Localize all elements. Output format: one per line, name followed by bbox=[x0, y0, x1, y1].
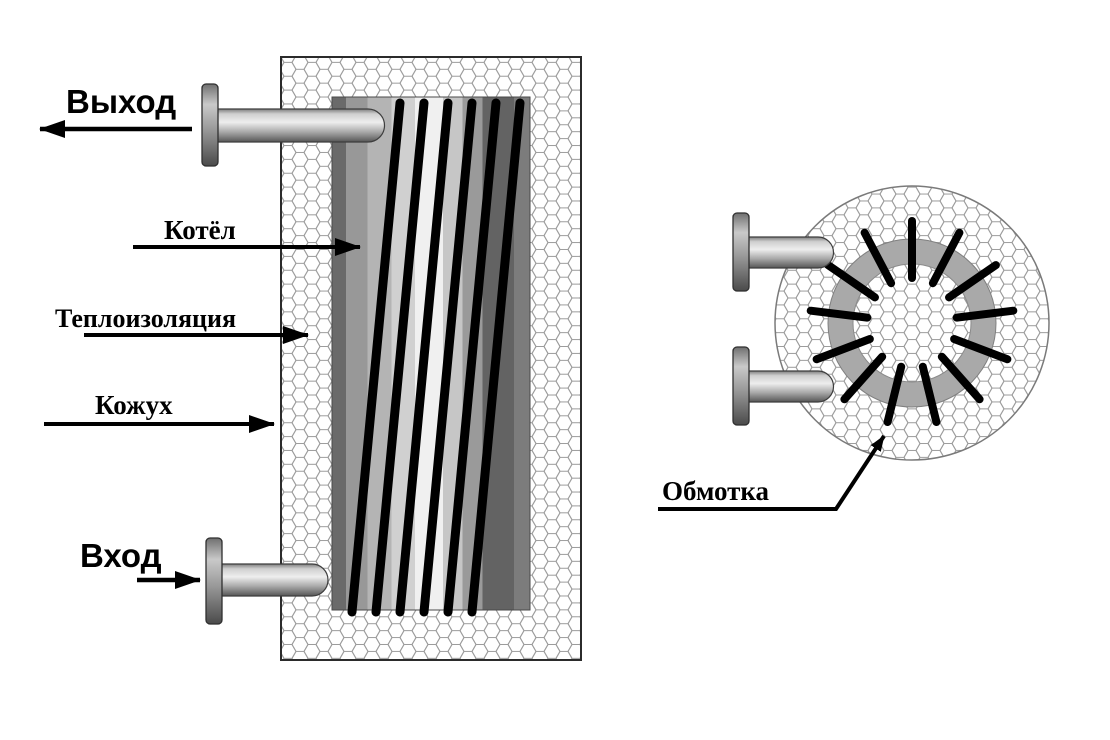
boiler-side-view bbox=[201, 56, 582, 661]
cross-section-upper-pipe bbox=[732, 212, 835, 292]
upper-pipe-flange bbox=[732, 212, 750, 292]
outlet-pipe-tube bbox=[212, 108, 386, 143]
lower-pipe-flange bbox=[732, 346, 750, 426]
winding-label: Обмотка bbox=[662, 476, 770, 506]
callouts-left: Выход Котёл Теплоизоляция Кожух Вход bbox=[39, 83, 361, 589]
outlet-pipe-flange bbox=[201, 83, 219, 167]
winding-arrow bbox=[658, 434, 886, 511]
inlet-pipe-flange bbox=[205, 537, 223, 625]
inlet-pipe-tube bbox=[219, 563, 329, 597]
upper-pipe-tube bbox=[746, 236, 835, 269]
outlet-label: Выход bbox=[66, 83, 176, 120]
winding-spokes bbox=[806, 217, 1018, 426]
lower-pipe-tube bbox=[746, 370, 835, 403]
coil-winding bbox=[347, 98, 525, 617]
casing-label: Кожух bbox=[95, 390, 173, 420]
boiler-label: Котёл bbox=[164, 215, 236, 245]
inlet-pipe bbox=[205, 537, 329, 625]
cross-section-lower-pipe bbox=[732, 346, 835, 426]
insulation-label: Теплоизоляция bbox=[55, 304, 236, 333]
inlet-label: Вход bbox=[80, 537, 162, 574]
boiler-cross-section: Обмотка bbox=[658, 185, 1050, 511]
outlet-pipe bbox=[201, 83, 386, 167]
